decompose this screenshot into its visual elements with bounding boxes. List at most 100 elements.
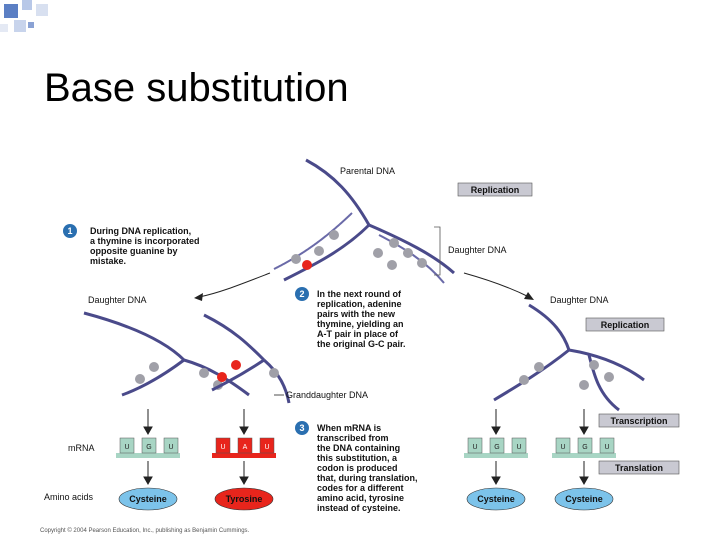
step-1-line-3: opposite guanine by: [90, 246, 178, 256]
mrna-strand: [552, 453, 616, 458]
mrna-strand: [464, 453, 528, 458]
step-1-circle: [63, 224, 77, 238]
amino-acid-2: Tyrosine: [226, 494, 263, 504]
mrna-base-letter: U: [220, 444, 225, 451]
step-3-number: 3: [299, 423, 304, 433]
mrna-base-letter: G: [494, 444, 499, 451]
replication-label-top-box: [457, 182, 533, 197]
mrna-label: mRNA: [68, 443, 95, 453]
step-3-text: When mRNA is transcribed from the DNA co…: [317, 423, 418, 513]
step-3-line-8: amino acid, tyrosine: [317, 493, 404, 503]
step-1-text: During DNA replication, a thymine is inc…: [90, 226, 200, 266]
mrna-base: [467, 437, 483, 454]
step-1-line-4: mistake.: [90, 256, 126, 266]
daughter-dna-label-right: Daughter DNA: [550, 295, 609, 305]
step-3-line-6: that, during translation,: [317, 473, 418, 483]
mrna-base-letter: A: [243, 444, 248, 451]
amino-acid-oval-2: [214, 487, 274, 511]
amino-acid-4: Cysteine: [565, 494, 603, 504]
parental-dna-fork: [273, 158, 456, 284]
amino-acid-oval-3: [466, 487, 526, 511]
mrna-base: [599, 437, 615, 454]
step-2-line-4: thymine, yielding an: [317, 319, 404, 329]
figure-background: [34, 155, 690, 537]
step-1-line-2: a thymine is incorporated: [90, 236, 200, 246]
step-3-line-2: transcribed from: [317, 433, 389, 443]
mutation-base-t: [302, 260, 312, 270]
mrna-base: [489, 437, 505, 454]
replication-label-top: Replication: [471, 185, 520, 195]
transcription-label-box: [598, 413, 680, 428]
parental-dna-label: Parental DNA: [340, 166, 395, 176]
step-2-number: 2: [299, 289, 304, 299]
daughter-dna-bracket: [434, 226, 441, 276]
mrna-base: [259, 437, 275, 454]
step-3-line-5: codon is produced: [317, 463, 398, 473]
mrna-base: [141, 437, 157, 454]
corner-square-6: [28, 22, 34, 28]
transcription-label: Transcription: [610, 416, 667, 426]
step-2-line-1: In the next round of: [317, 289, 402, 299]
copyright-text: Copyright © 2004 Pearson Education, Inc.…: [40, 527, 250, 534]
slide-title: Base substitution: [44, 66, 349, 110]
step-3-line-4: this substitution, a: [317, 453, 398, 463]
mrna-base-letter: G: [582, 444, 587, 451]
mrna-base-letter: U: [264, 444, 269, 451]
replication-label-right-box: [585, 317, 665, 332]
step-3-circle: [295, 421, 309, 435]
arrows-to-amino-acids: [143, 461, 589, 486]
step-1-number: 1: [67, 226, 72, 236]
step-2-line-3: pairs with the new: [317, 309, 396, 319]
mrna-base-letter: U: [168, 444, 173, 451]
step-3-line-9: instead of cysteine.: [317, 503, 401, 513]
amino-acid-3: Cysteine: [477, 494, 515, 504]
mrna-base: [511, 437, 527, 454]
step-3-line-3: the DNA containing: [317, 443, 400, 453]
corner-square-1: [4, 4, 18, 18]
mrna-base: [163, 437, 179, 454]
mrna-base: [119, 437, 135, 454]
mrna-base: [555, 437, 571, 454]
corner-square-3: [36, 4, 48, 16]
mrna-strand: [212, 453, 276, 458]
mrna-base-letter: U: [516, 444, 521, 451]
translation-label: Translation: [615, 463, 663, 473]
mrna-base-letter: U: [124, 444, 129, 451]
mrna-strand: [116, 453, 180, 458]
base-substitution-figure: Parental DNA Replication Daughter DNA 1 …: [34, 155, 690, 537]
mrna-base-letter: U: [604, 444, 609, 451]
step-2-circle: [295, 287, 309, 301]
daughter-dna-label-left: Daughter DNA: [88, 295, 147, 305]
translation-label-box: [598, 460, 680, 475]
step-2-line-6: the original G-C pair.: [317, 339, 406, 349]
corner-square-5: [0, 24, 8, 32]
amino-acid-1: Cysteine: [129, 494, 167, 504]
step-2-line-2: replication, adenine: [317, 299, 402, 309]
amino-acid-oval-4: [554, 487, 614, 511]
step-1-line-1: During DNA replication,: [90, 226, 191, 236]
middle-daughter-fork: [203, 313, 291, 404]
arrows-to-mrna: [143, 409, 589, 436]
step-2-line-5: A-T pair in place of: [317, 329, 399, 339]
mrna-base: [577, 437, 593, 454]
mrna-base: [237, 437, 253, 454]
corner-square-4: [14, 20, 26, 32]
amino-acids-label: Amino acids: [44, 492, 94, 502]
corner-square-2: [22, 0, 32, 10]
step-3-line-7: codes for a different: [317, 483, 404, 493]
mrna-base-letter: U: [560, 444, 565, 451]
amino-acid-oval-1: [118, 487, 178, 511]
mrna-base: [215, 437, 231, 454]
daughter-dna-label-top: Daughter DNA: [448, 245, 507, 255]
arrow-right-daughter: [463, 272, 530, 298]
granddaughter-dna-label: Granddaughter DNA: [286, 390, 368, 400]
arrow-left-daughter: [198, 272, 271, 298]
mrna-base-letter: U: [472, 444, 477, 451]
step-2-text: In the next round of replication, adenin…: [317, 289, 406, 349]
step-3-line-1: When mRNA is: [317, 423, 381, 433]
mrna-base-letter: G: [146, 444, 151, 451]
